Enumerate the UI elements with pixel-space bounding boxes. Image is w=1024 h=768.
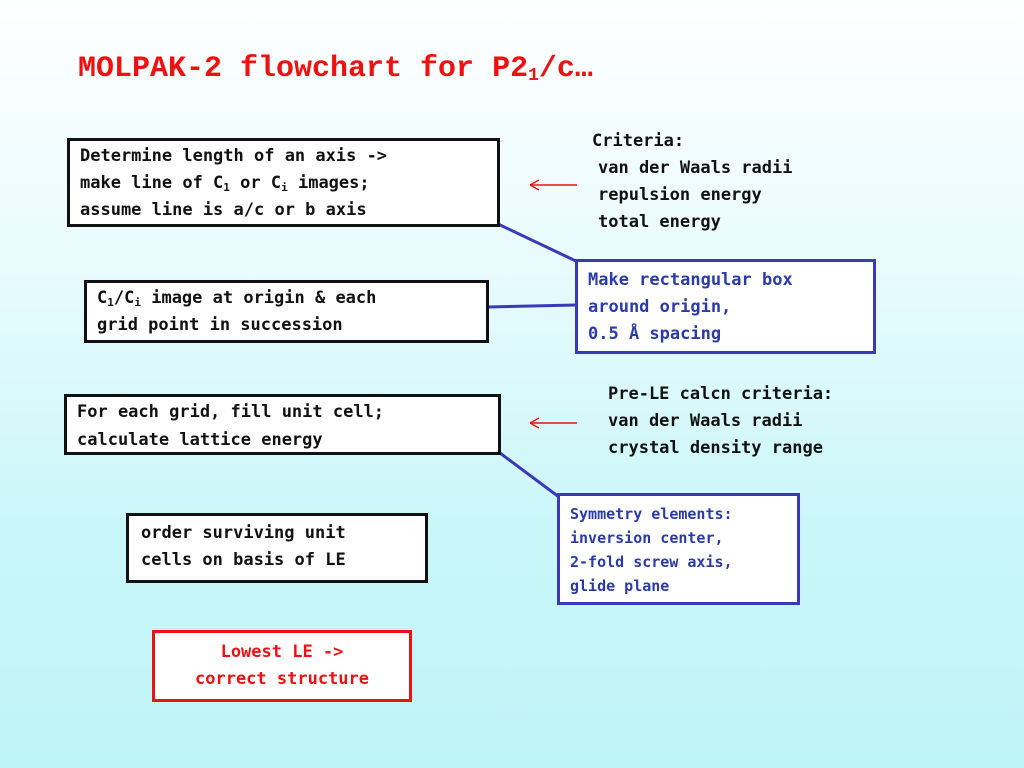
box1-line3: assume line is a/c or b axis: [80, 200, 367, 220]
criteria-note: Criteria: van der Waals radii repulsion …: [592, 128, 792, 236]
red-arrow-2: [529, 417, 577, 429]
blue-box1-line: Make rectangular box: [588, 270, 793, 290]
box1-line2: make line of C1 or Ci images;: [80, 173, 370, 194]
criteria-heading: Criteria:: [592, 131, 685, 151]
pre-le-criteria-note: Pre-LE calcn criteria: van der Waals rad…: [608, 381, 833, 462]
blue-box2-line: Symmetry elements:: [570, 505, 733, 523]
flow-box-fill-unit-cell: For each grid, fill unit cell; calculate…: [64, 394, 501, 455]
flow-box-order-cells: order surviving unit cells on basis of L…: [126, 513, 428, 583]
box2-line2: grid point in succession: [97, 315, 343, 335]
pre-le-item: van der Waals radii: [608, 411, 803, 431]
box2-line1: C1/Ci image at origin & each: [97, 288, 377, 309]
red-arrow-1: [529, 179, 577, 191]
page-title: MOLPAK-2 flowchart for P21/c…: [78, 52, 593, 86]
pre-le-item: crystal density range: [608, 438, 823, 458]
flow-box-determine-axis: Determine length of an axis -> make line…: [67, 138, 500, 227]
blue-box1-line: around origin,: [588, 297, 732, 317]
box3-line2: calculate lattice energy: [77, 430, 323, 450]
criteria-item: total energy: [598, 212, 721, 232]
blue-box2-line: 2-fold screw axis,: [570, 553, 733, 571]
note-box-rectangular-grid: Make rectangular box around origin, 0.5 …: [575, 259, 876, 354]
box3-line1: For each grid, fill unit cell;: [77, 402, 385, 422]
red-box-line: correct structure: [195, 669, 369, 689]
pre-le-heading: Pre-LE calcn criteria:: [608, 384, 834, 404]
connector-line-3: [499, 451, 560, 499]
criteria-item: repulsion energy: [598, 185, 762, 205]
red-box-line: Lowest LE ->: [220, 642, 344, 662]
box4-line: order surviving unit: [141, 523, 346, 543]
blue-box2-line: glide plane: [570, 577, 670, 595]
connector-line-2: [487, 303, 578, 309]
blue-box1-line: 0.5 Å spacing: [588, 324, 722, 344]
box4-line: cells on basis of LE: [141, 550, 346, 570]
blue-box2-line: inversion center,: [570, 529, 724, 547]
box1-line1: Determine length of an axis ->: [80, 146, 388, 166]
note-box-symmetry-elements: Symmetry elements: inversion center, 2-f…: [557, 493, 800, 605]
connector-line-1: [497, 222, 579, 264]
flow-box-image-at-origin: C1/Ci image at origin & each grid point …: [84, 280, 489, 343]
result-box-lowest-le: Lowest LE -> correct structure: [152, 630, 412, 702]
criteria-item: van der Waals radii: [598, 158, 793, 178]
